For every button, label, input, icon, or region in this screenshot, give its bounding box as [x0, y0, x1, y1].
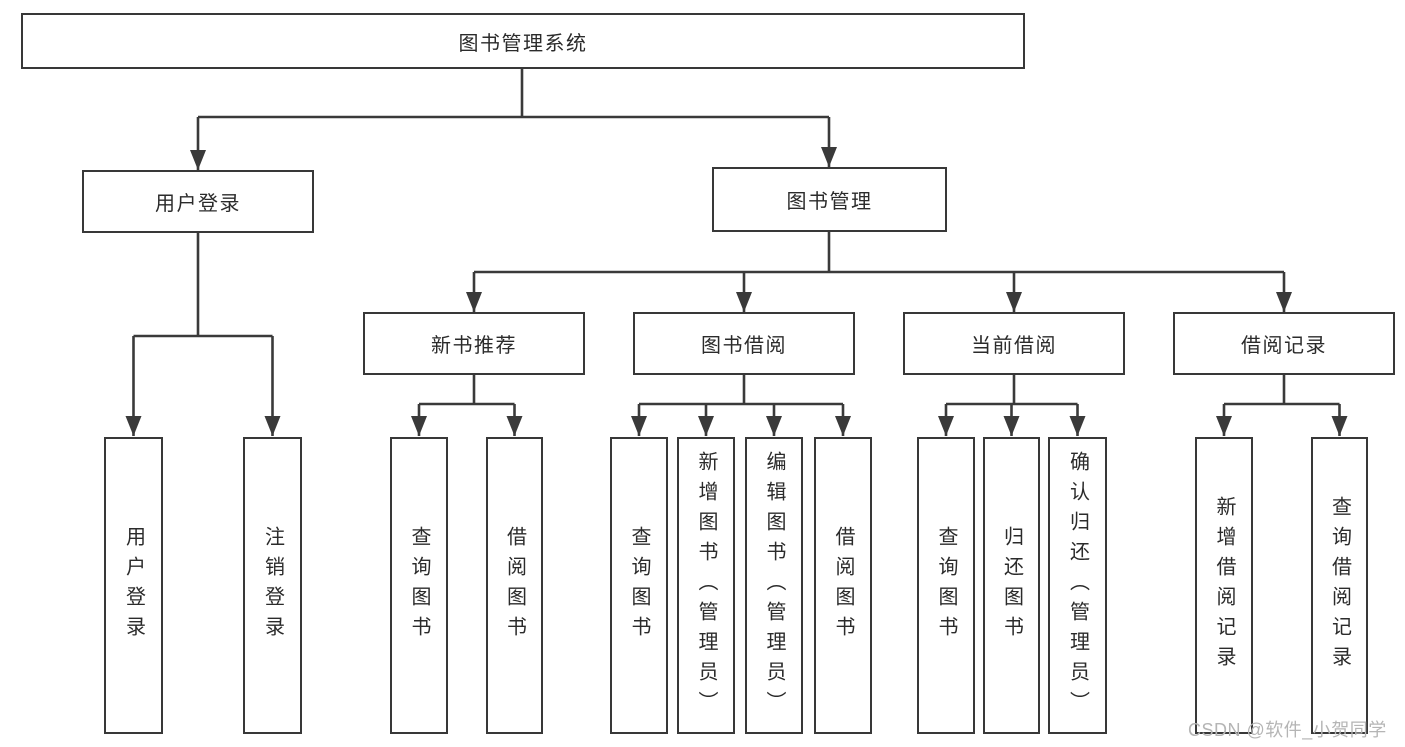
node-current-borrow: 当前借阅	[903, 312, 1125, 375]
node-root: 图书管理系统	[21, 13, 1025, 69]
leaf-query-books-borrow: 查询图书	[610, 437, 668, 734]
node-label: 当前借阅	[971, 335, 1057, 357]
leaf-borrow-books-recommend: 借阅图书	[486, 437, 543, 734]
leaf-label: 新增借阅记录	[1213, 495, 1235, 676]
leaf-label: 借阅图书	[832, 525, 854, 646]
leaf-label: 查询图书	[935, 525, 957, 646]
leaf-add-borrow-record: 新增借阅记录	[1195, 437, 1253, 734]
connector-trunks	[133, 69, 1340, 406]
leaf-logout: 注销登录	[243, 437, 302, 734]
leaf-label: 注销登录	[261, 525, 284, 646]
leaf-user-login: 用户登录	[104, 437, 163, 734]
node-new-book-recommend: 新书推荐	[363, 312, 585, 375]
node-label: 用户登录	[155, 193, 241, 215]
leaf-label: 确认归还（管理员）	[1066, 450, 1089, 721]
leaf-edit-book-admin: 编辑图书（管理员）	[745, 437, 803, 734]
node-user-login: 用户登录	[82, 170, 314, 233]
node-label: 图书管理	[786, 191, 873, 213]
leaf-label: 查询图书	[628, 525, 650, 646]
leaf-label: 新增图书（管理员）	[695, 450, 717, 721]
leaf-label: 用户登录	[122, 525, 145, 646]
leaf-return-book: 归还图书	[983, 437, 1040, 734]
leaf-borrow-books-2: 借阅图书	[814, 437, 872, 734]
node-label: 图书借阅	[701, 335, 787, 357]
node-borrow-records: 借阅记录	[1173, 312, 1395, 375]
node-label: 借阅记录	[1241, 335, 1327, 357]
leaf-label: 查询图书	[408, 525, 430, 646]
node-book-borrow: 图书借阅	[633, 312, 855, 375]
leaf-label: 编辑图书（管理员）	[763, 450, 785, 721]
watermark: CSDN @软件_小贺同学	[1188, 720, 1387, 740]
node-book-management: 图书管理	[712, 167, 947, 232]
node-label: 新书推荐	[431, 335, 517, 357]
leaf-query-books-current: 查询图书	[917, 437, 975, 734]
node-root-label: 图书管理系统	[458, 32, 588, 55]
leaf-confirm-return-admin: 确认归还（管理员）	[1048, 437, 1107, 734]
leaf-query-borrow-record: 查询借阅记录	[1311, 437, 1368, 734]
leaf-label: 查询借阅记录	[1328, 495, 1351, 676]
leaf-query-books-recommend: 查询图书	[390, 437, 448, 734]
leaf-label: 借阅图书	[503, 525, 526, 646]
leaf-label: 归还图书	[1000, 525, 1023, 646]
leaf-add-book-admin: 新增图书（管理员）	[677, 437, 735, 734]
